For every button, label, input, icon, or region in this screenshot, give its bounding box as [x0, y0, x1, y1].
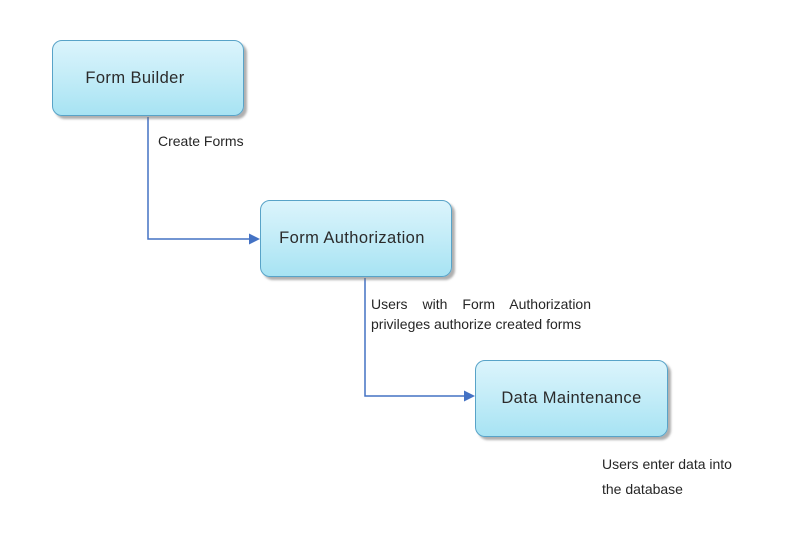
edge-label-authorization-privileges: Users with Form Authorization privileges…	[371, 296, 591, 332]
arrowhead-icon	[464, 390, 475, 402]
node-form-authorization: Form Authorization	[260, 200, 452, 277]
node-data-maintenance: Data Maintenance	[475, 360, 668, 437]
annotation-users-enter-data: Users enter data into the database	[602, 456, 732, 497]
edge-label-create-forms: Create Forms	[158, 133, 244, 149]
node-data-maintenance-label: Data Maintenance	[501, 389, 642, 407]
node-form-builder-label: Form Builder	[85, 68, 185, 87]
node-form-builder: Form Builder	[52, 40, 244, 116]
arrowhead-icon	[249, 233, 260, 245]
node-form-authorization-label: Form Authorization	[279, 229, 425, 247]
